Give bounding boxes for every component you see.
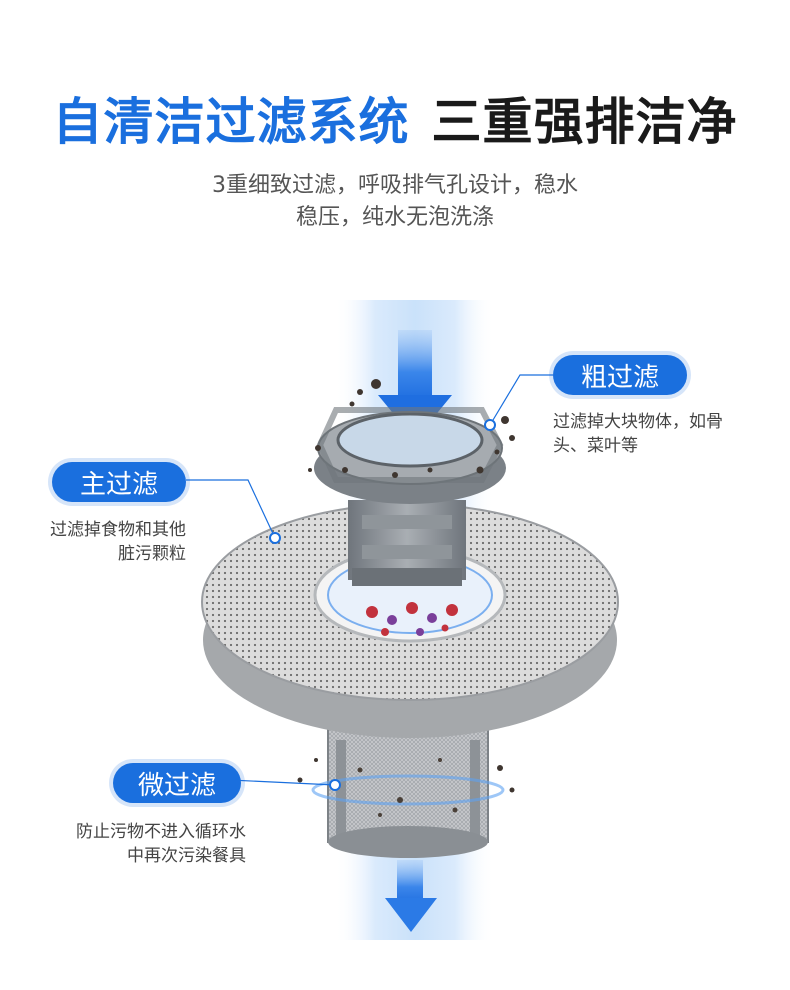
micro-filter-label[interactable]: 微过滤 xyxy=(113,763,241,803)
micro-filter-description: 防止污物不进入循环水 中再次污染餐具 xyxy=(0,820,246,868)
subtitle-line-2: 稳压，纯水无泡洗涤 xyxy=(295,205,494,230)
page-title: 自清洁过滤系统三重强排洁净 xyxy=(0,92,790,152)
subtitle-line-1: 3重细致过滤，呼吸排气孔设计，稳水 xyxy=(212,173,578,198)
title-black-part: 三重强排洁净 xyxy=(431,93,738,151)
leader-lines xyxy=(186,374,553,791)
debris-particles xyxy=(297,379,515,793)
coarse-filter-description: 过滤掉大块物体，如骨 头、菜叶等 xyxy=(553,410,723,458)
page-subtitle: 3重细致过滤，呼吸排气孔设计，稳水 稳压，纯水无泡洗涤 xyxy=(0,170,790,234)
micro-filter-cup xyxy=(311,721,505,858)
coarse-filter-label[interactable]: 粗过滤 xyxy=(553,355,687,395)
micro-desc-line-2: 中再次污染餐具 xyxy=(127,846,246,866)
dirt-particles xyxy=(366,602,458,636)
main-filter-label[interactable]: 主过滤 xyxy=(52,462,186,502)
title-blue-part: 自清洁过滤系统 xyxy=(52,93,410,151)
coarse-desc-line-2: 头、菜叶等 xyxy=(553,436,638,456)
micro-desc-line-1: 防止污物不进入循环水 xyxy=(76,822,246,842)
coarse-filter-cylinder xyxy=(314,407,506,586)
main-desc-line-2: 脏污颗粒 xyxy=(118,544,186,564)
main-filter-description: 过滤掉食物和其他 脏污颗粒 xyxy=(0,518,186,566)
arrow-down-icon xyxy=(385,860,437,932)
main-desc-line-1: 过滤掉食物和其他 xyxy=(50,520,186,540)
coarse-desc-line-1: 过滤掉大块物体，如骨 xyxy=(553,412,723,432)
